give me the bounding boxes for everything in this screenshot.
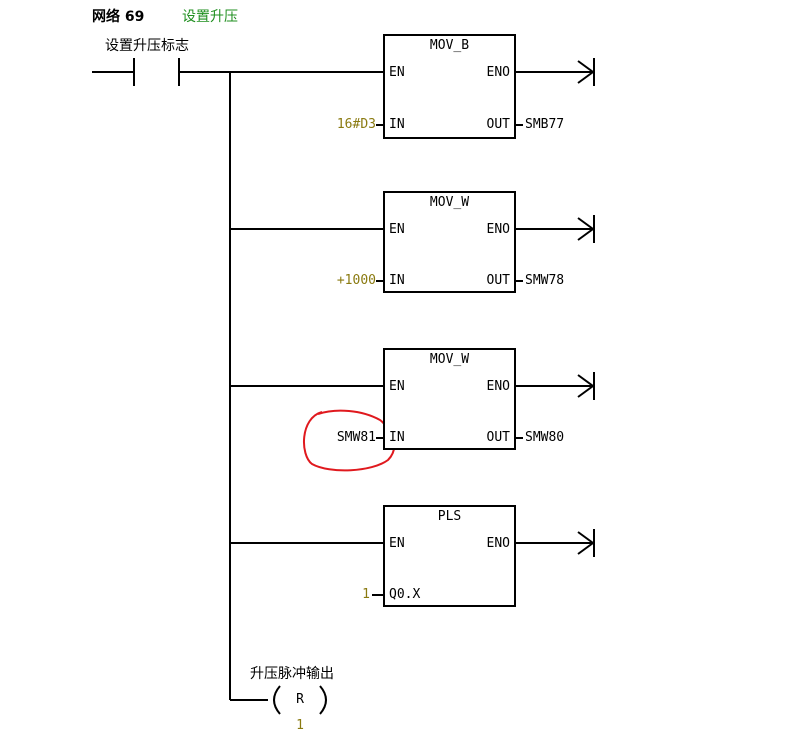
coil-left-paren[interactable] (273, 685, 281, 715)
in-pin: IN (389, 117, 405, 132)
network-comment: 设置升压 (182, 9, 238, 25)
network-title: 网络 69 (92, 9, 145, 25)
in-pin: IN (389, 430, 405, 445)
out-pin: OUT (486, 117, 510, 132)
pls-block[interactable] (383, 505, 516, 607)
mov-w-block[interactable] (383, 348, 516, 450)
mov-b-block[interactable] (383, 34, 516, 139)
coil-count[interactable]: 1 (296, 718, 304, 733)
out-pin: OUT (486, 273, 510, 288)
in-value[interactable]: +1000 (336, 273, 376, 288)
eno-pin: ENO (486, 65, 510, 80)
block-name: MOV_B (429, 38, 470, 53)
en-pin: EN (389, 65, 405, 80)
coil-right-paren[interactable] (319, 685, 327, 715)
block-name: MOV_W (429, 195, 470, 210)
in-pin: IN (389, 273, 405, 288)
contact-label: 设置升压标志 (105, 38, 189, 54)
annotation-circle (302, 409, 396, 472)
out-value[interactable]: SMW78 (525, 273, 565, 288)
out-pin: OUT (486, 430, 510, 445)
eno-pin: ENO (486, 379, 510, 394)
in-pin: Q0.X (389, 587, 421, 602)
in-value[interactable]: 1 (362, 587, 370, 602)
eno-pin: ENO (486, 222, 510, 237)
block-name: MOV_W (429, 352, 470, 367)
coil-type: R (296, 692, 304, 707)
in-value[interactable]: SMW81 (336, 430, 376, 445)
en-pin: EN (389, 379, 405, 394)
eno-pin: ENO (486, 536, 510, 551)
coil-label: 升压脉冲输出 (250, 666, 334, 682)
block-name: PLS (437, 509, 462, 524)
mov-w-block[interactable] (383, 191, 516, 293)
en-pin: EN (389, 536, 405, 551)
en-pin: EN (389, 222, 405, 237)
out-value[interactable]: SMW80 (525, 430, 565, 445)
in-value[interactable]: 16#D3 (336, 117, 376, 132)
out-value[interactable]: SMB77 (525, 117, 565, 132)
